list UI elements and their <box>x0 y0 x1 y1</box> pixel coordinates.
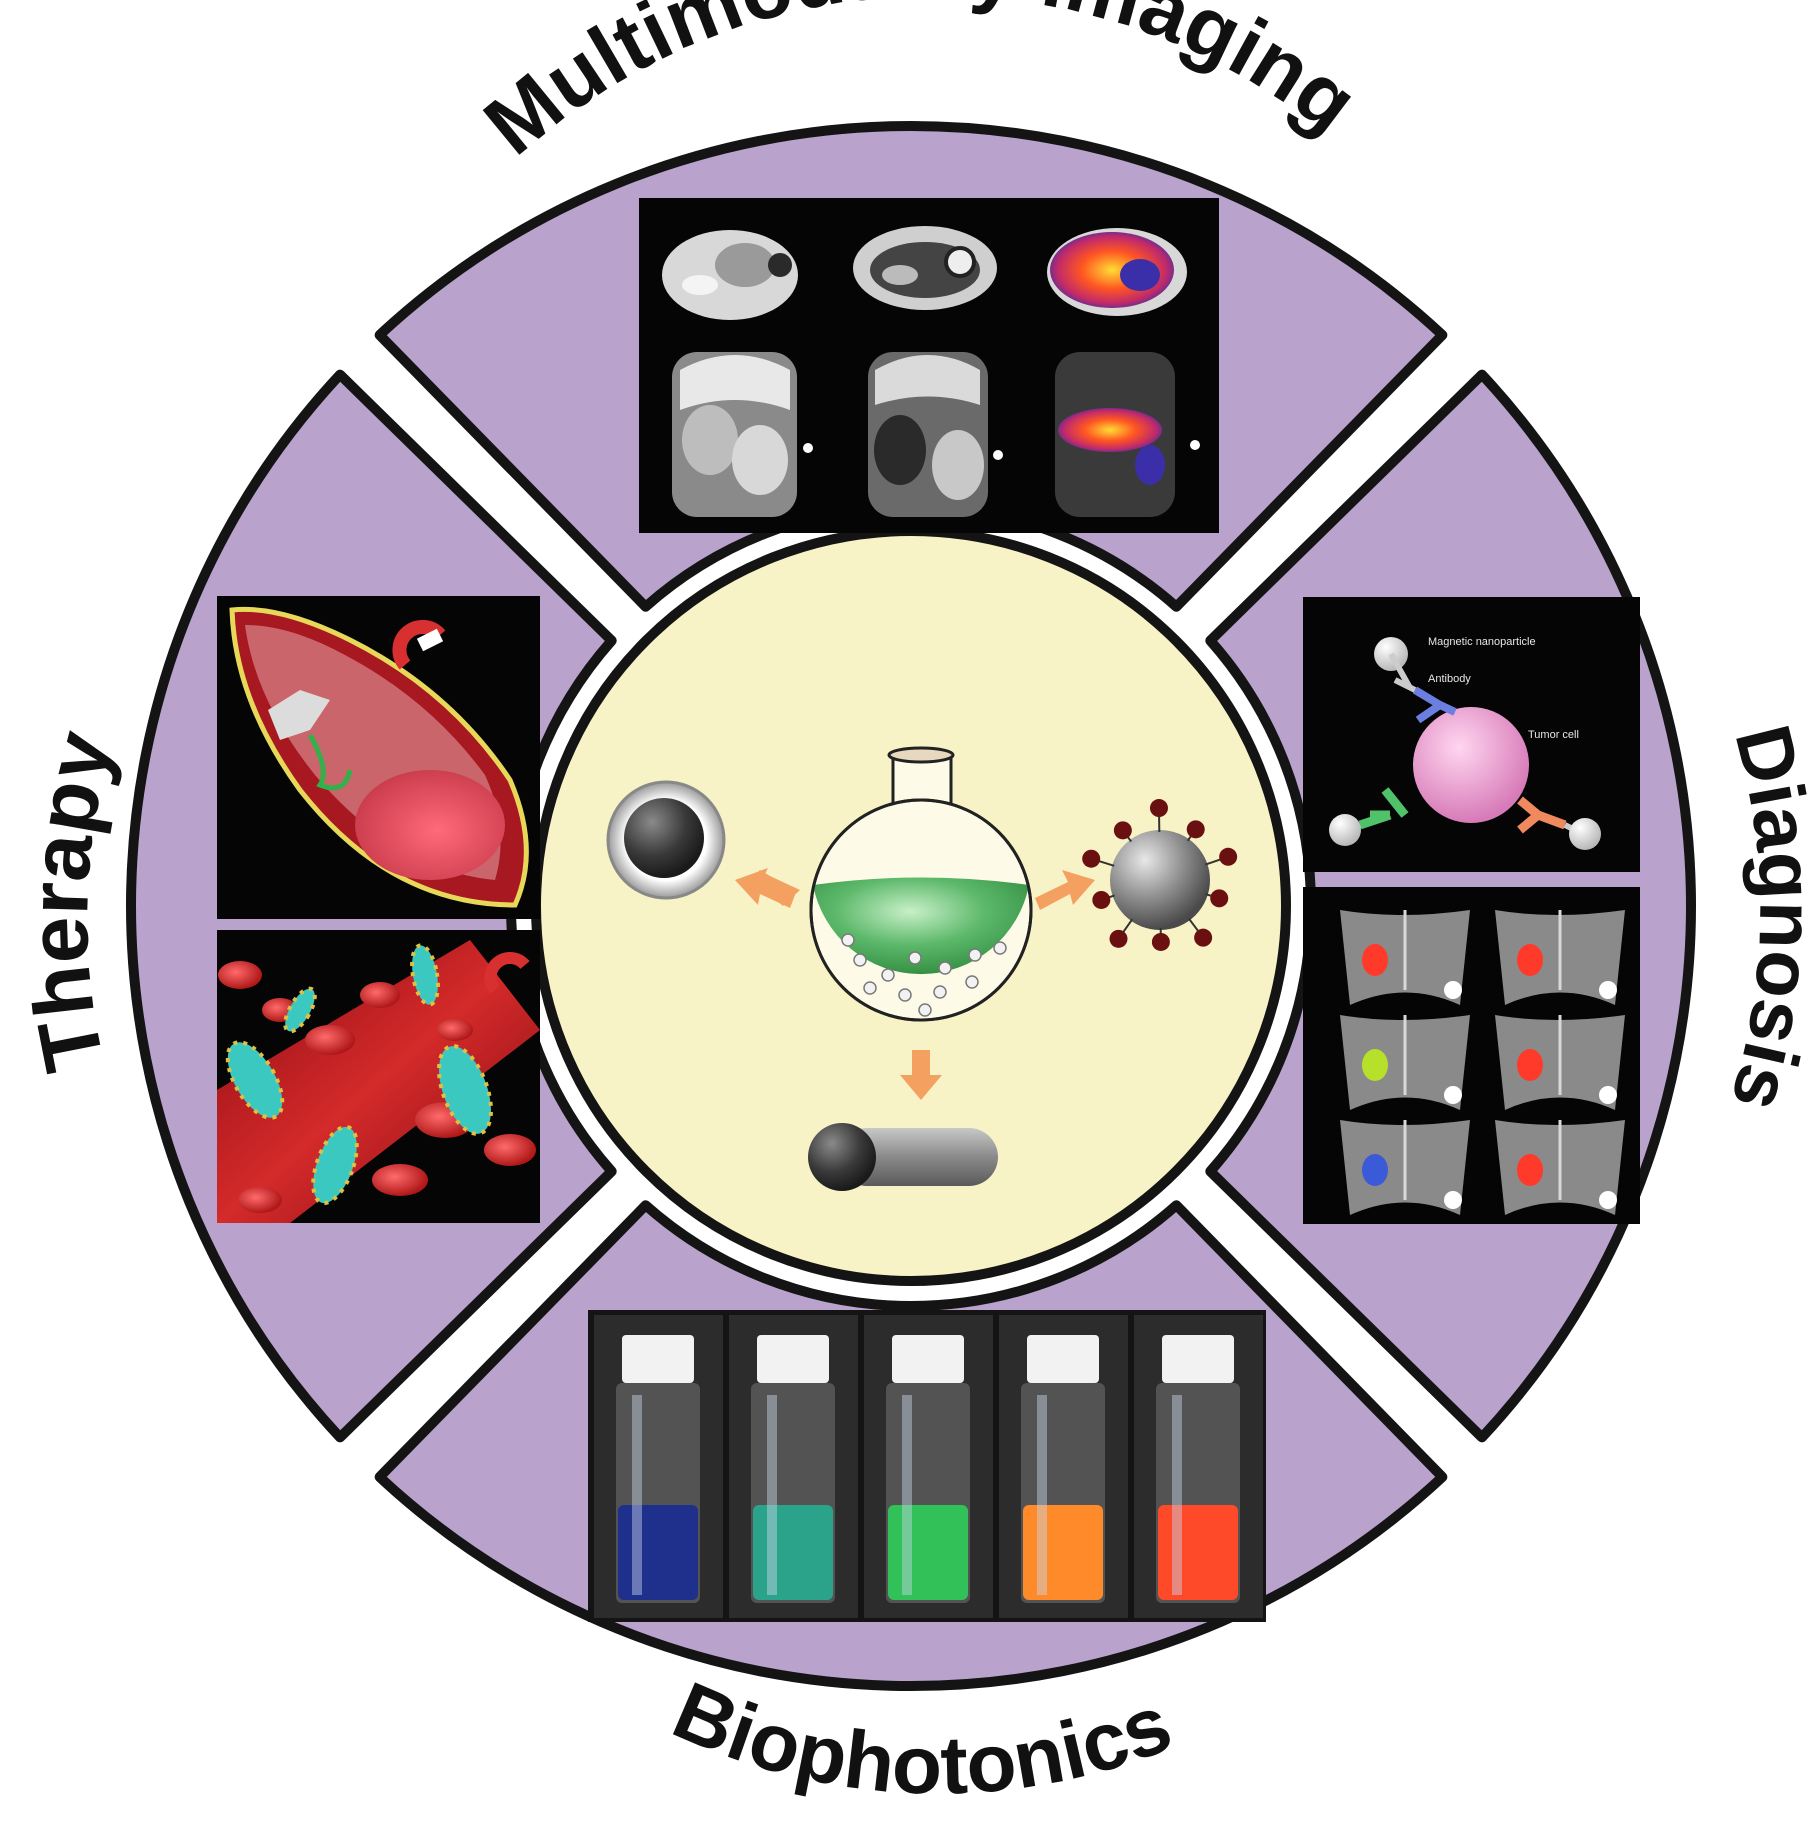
bubble <box>882 969 894 981</box>
imaging-panel <box>639 198 1219 533</box>
bubble <box>934 986 946 998</box>
magnetic-nanoparticle-3 <box>1569 818 1601 850</box>
magnetic-nanoparticle-2 <box>1329 814 1361 846</box>
reference-marker <box>1599 981 1617 999</box>
label-antibody: Antibody <box>1428 673 1471 685</box>
red-blood-cell <box>305 1025 355 1055</box>
dumbbell-nanorod-icon <box>808 1123 998 1191</box>
reference-marker <box>1444 1191 1462 1209</box>
bubble <box>842 934 854 946</box>
tumor-spot <box>1517 1049 1543 1081</box>
surface-ligand <box>1150 799 1168 817</box>
bubble <box>909 952 921 964</box>
vial-solution <box>888 1505 968 1600</box>
tumor-spot <box>1362 944 1388 976</box>
surface-ligand <box>1110 930 1128 948</box>
diagnosis-schematic-panel: Magnetic nanoparticle Antibody Tumor cel… <box>1303 597 1640 872</box>
vial-cap <box>757 1335 829 1383</box>
surface-ligand <box>1194 929 1212 947</box>
reference-marker <box>1444 1086 1462 1104</box>
vial-solution <box>753 1505 833 1600</box>
vial-cap <box>1162 1335 1234 1383</box>
ct-axial-slice <box>662 230 798 320</box>
bubble <box>919 1004 931 1016</box>
tumor-spot <box>1362 1049 1388 1081</box>
red-blood-cell <box>238 1187 282 1213</box>
vial-cap <box>622 1335 694 1383</box>
therapy-vessel-panel <box>217 596 540 919</box>
biophotonics-panel <box>588 1310 1266 1622</box>
red-blood-cell <box>218 961 262 989</box>
bubble <box>854 954 866 966</box>
therapy-bloodflow-panel <box>217 930 540 1223</box>
vial-solution <box>1158 1505 1238 1600</box>
bubble <box>939 962 951 974</box>
core-shell-nanoparticle-icon <box>608 782 724 898</box>
red-blood-cell <box>372 1164 428 1196</box>
red-blood-cell <box>484 1134 536 1166</box>
bubble <box>969 949 981 961</box>
vial-solution <box>1023 1505 1103 1600</box>
label-magnetic-nanoparticle: Magnetic nanoparticle <box>1428 636 1536 648</box>
vial-cap <box>892 1335 964 1383</box>
tumor-spot <box>1517 1154 1543 1186</box>
surface-ligand <box>1092 891 1110 909</box>
surface-ligand <box>1114 821 1132 839</box>
surface-ligand <box>1152 933 1170 951</box>
reference-marker <box>1599 1086 1617 1104</box>
bubble <box>994 942 1006 954</box>
vial-solution <box>618 1505 698 1600</box>
pet-axial-slice <box>1047 228 1187 316</box>
reference-marker <box>1599 1191 1617 1209</box>
surface-ligand <box>1082 850 1100 868</box>
surface-ligand <box>1187 820 1205 838</box>
bubble <box>899 989 911 1001</box>
bubble <box>864 982 876 994</box>
label-tumor-cell: Tumor cell <box>1528 729 1579 741</box>
ct-coronal-slice <box>672 352 813 517</box>
vial-cap <box>1027 1335 1099 1383</box>
label-therapy: Therapy <box>11 721 131 1078</box>
diagnosis-mri-grid-panel <box>1303 887 1640 1224</box>
bubble <box>966 976 978 988</box>
red-blood-cell <box>437 1019 473 1041</box>
tumor-spot <box>1362 1154 1388 1186</box>
red-blood-cell <box>360 982 400 1008</box>
surface-ligand <box>1210 889 1228 907</box>
tumor-spot <box>1517 944 1543 976</box>
surface-ligand <box>1219 848 1237 866</box>
mri-axial-slice <box>853 226 997 310</box>
mri-coronal-slice <box>868 352 1003 517</box>
reference-marker <box>1444 981 1462 999</box>
tumor-tissue <box>355 770 505 880</box>
label-diagnosis: Diagnosis <box>1714 717 1820 1121</box>
tumor-cell <box>1413 707 1529 823</box>
